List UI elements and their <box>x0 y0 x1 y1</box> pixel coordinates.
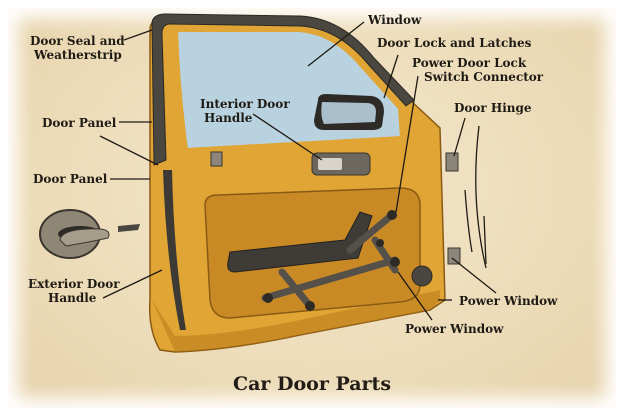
leader-door-panel-diag <box>99 135 159 166</box>
armrest <box>227 211 373 273</box>
label-interior-handle-line2: Handle <box>204 111 253 125</box>
hinge-swing-arrow-2 <box>464 189 473 253</box>
label-door-hinge: Door Hinge <box>454 101 532 115</box>
interior-handle-lever <box>318 158 342 170</box>
leader-door-hinge <box>453 117 466 157</box>
label-door-panel-upper: Door Panel <box>42 116 117 130</box>
diagram-title: Car Door Parts <box>232 373 392 395</box>
label-interior-handle-line1: Interior Door <box>200 97 290 111</box>
leader-interior-handle <box>252 113 323 161</box>
label-power-window-right: Power Window <box>459 294 558 308</box>
lower-hinge <box>447 247 461 265</box>
leader-exterior-handle <box>102 269 163 299</box>
mirror-glass <box>321 102 376 124</box>
window-glass <box>173 28 405 153</box>
label-door-panel-lower: Door Panel <box>33 172 108 186</box>
exterior-door-handle <box>39 209 140 259</box>
label-door-seal-line2: Weatherstrip <box>34 48 122 62</box>
label-exterior-handle-line1: Exterior Door <box>28 277 120 291</box>
leader-power-window-right <box>451 257 497 294</box>
label-power-door-lock: Power Door Lock Switch Connector <box>412 56 543 84</box>
door-seal-edge <box>163 170 186 330</box>
label-power-door-lock-line2: Switch Connector <box>424 70 544 84</box>
label-door-seal-line1: Door Seal and <box>30 34 125 48</box>
label-power-window-bottom: Power Window <box>405 322 504 336</box>
speaker <box>411 265 433 287</box>
label-exterior-handle: Exterior Door Handle <box>28 277 120 305</box>
label-door-seal: Door Seal and Weatherstrip <box>30 34 125 62</box>
leader-power-window-bottom <box>397 271 433 321</box>
label-window: Window <box>368 13 422 27</box>
lock-knob <box>210 151 223 167</box>
regulator-bolts <box>263 210 400 311</box>
leader-window <box>307 21 365 67</box>
door-seal <box>151 13 415 166</box>
leader-power-lock <box>395 75 419 213</box>
label-door-lock-latches: Door Lock and Latches <box>377 36 532 50</box>
hinge-swing-arrow-1 <box>475 125 487 269</box>
label-power-door-lock-line1: Power Door Lock <box>412 56 527 70</box>
label-interior-handle: Interior Door Handle <box>200 97 290 125</box>
leader-lines <box>99 21 497 321</box>
leader-door-lock <box>383 54 399 99</box>
label-exterior-handle-line2: Handle <box>48 291 97 305</box>
leader-door-seal <box>123 29 153 41</box>
upper-hinge <box>445 152 459 172</box>
